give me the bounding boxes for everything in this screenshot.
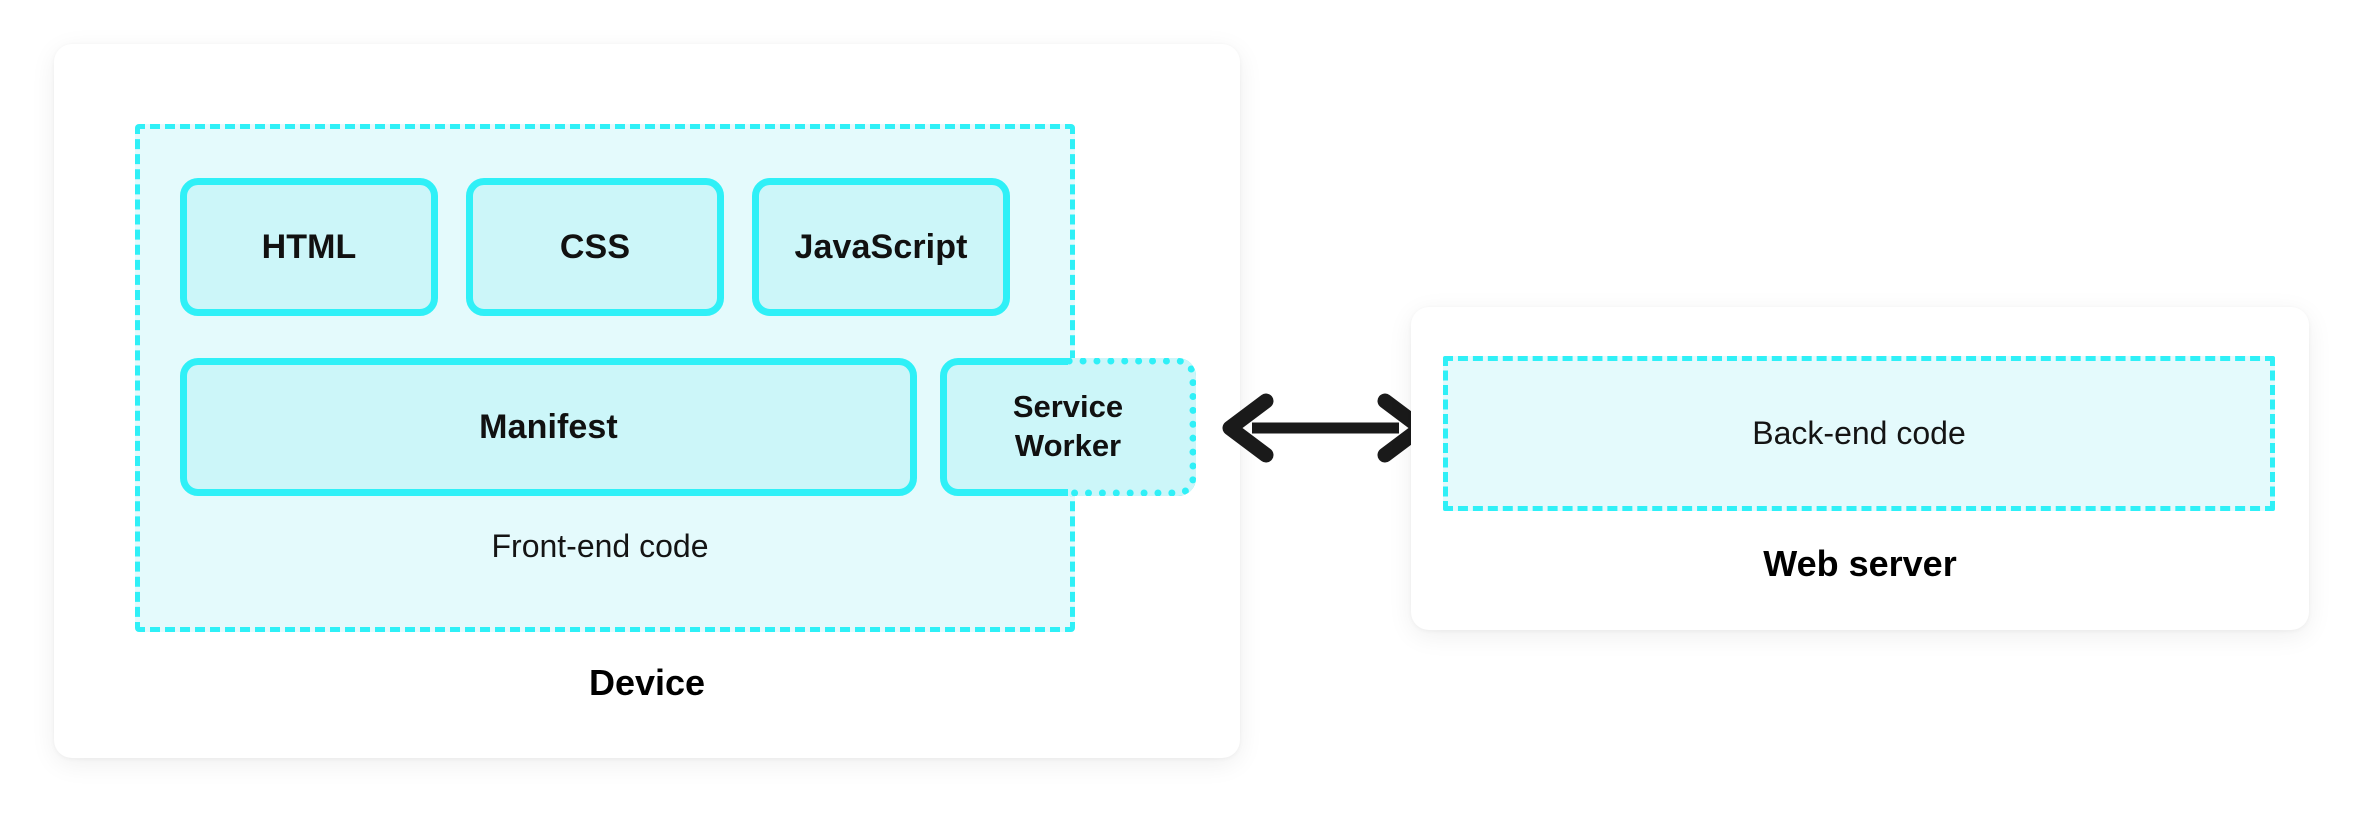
device-caption: Device [588, 662, 706, 703]
web-server-card: Back-end code Web server [1411, 307, 2309, 630]
backend-code-caption: Back-end code [1752, 415, 1966, 451]
manifest-box[interactable]: Manifest [180, 358, 917, 496]
service-worker-label-line-2: Worker [1014, 428, 1122, 463]
html-box[interactable]: HTML [180, 178, 438, 316]
service-worker-label-line-1: Service [1012, 389, 1124, 425]
service-worker-dotted-border [1068, 358, 1196, 496]
css-box[interactable]: CSS [466, 178, 724, 316]
device-card: HTML CSS JavaScript Manifest Service Wor… [54, 44, 1240, 758]
bidirectional-arrow-icon [1222, 393, 1429, 463]
web-server-caption: Web server [1763, 543, 1957, 584]
backend-code-region: Back-end code [1443, 356, 2275, 511]
frontend-code-caption: Front-end code [491, 528, 709, 564]
service-worker-label: Service Worker [940, 358, 1196, 496]
service-worker-box[interactable]: Service Worker [940, 358, 1196, 496]
javascript-box[interactable]: JavaScript [752, 178, 1010, 316]
